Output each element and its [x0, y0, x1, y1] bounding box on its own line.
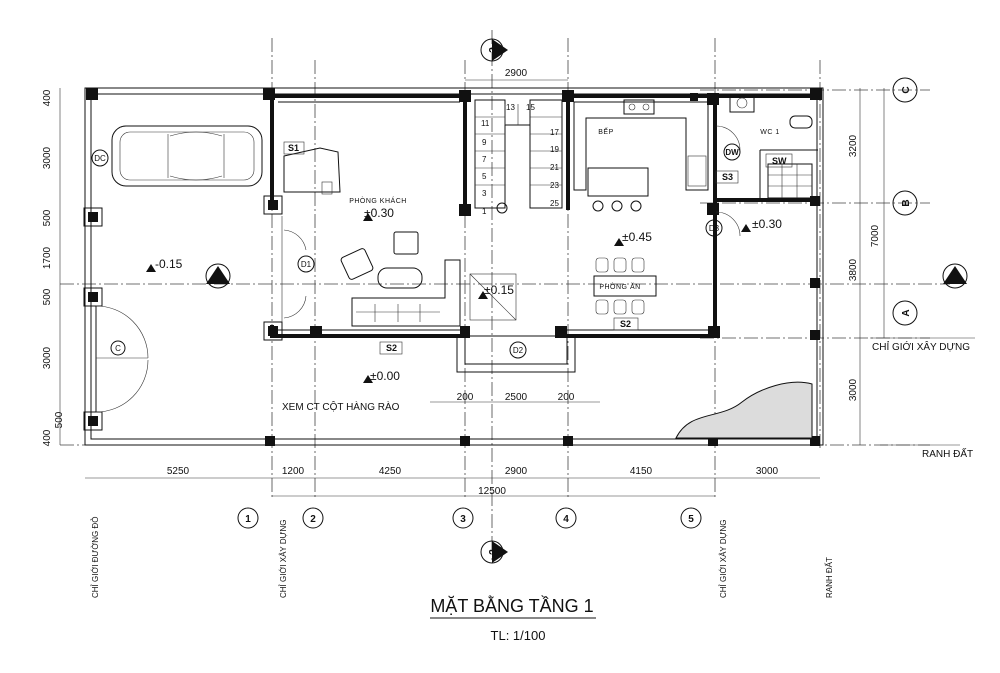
tag-d3: D3: [709, 224, 720, 233]
note-building-line: CHỈ GIỚI XÂY DỰNG: [872, 340, 970, 353]
level-dining: ±0.45: [622, 230, 652, 244]
room-dining-label: PHÒNG ĂN: [599, 282, 640, 291]
stair-num-5: 5: [482, 172, 487, 181]
dim-right-1: 3200: [848, 134, 859, 157]
stair-num-9: 9: [482, 138, 487, 147]
tag-s2-right: S2: [620, 319, 631, 329]
stair-num-21: 21: [550, 163, 559, 172]
dim-porch-2: 2500: [505, 392, 528, 403]
level-living: ±0.30: [364, 206, 394, 220]
gate: [95, 305, 149, 413]
dim-bottom-6: 3000: [756, 466, 779, 477]
stair-num-3: 3: [482, 189, 487, 198]
note-fence: XEM CT CỘT HÀNG RÀO: [282, 400, 400, 413]
tag-d1: D1: [301, 260, 312, 269]
dim-left-6: 3000: [42, 346, 53, 369]
dimension-lines: [59, 79, 975, 497]
level-markers: [146, 213, 751, 383]
dim-left-1: 400: [42, 89, 53, 106]
note-boundary: RANH ĐẤT: [922, 447, 973, 460]
site-fence: [84, 87, 824, 446]
dim-bottom-5: 4150: [630, 466, 653, 477]
tag-s2-left: S2: [386, 343, 397, 353]
living-furniture: [281, 147, 461, 327]
tag-s1: S1: [288, 143, 299, 153]
section-markers: [205, 38, 968, 564]
dim-bottom-4: 2900: [505, 466, 528, 477]
dim-left-5: 500: [42, 288, 53, 305]
room-wc-label: WC 1: [760, 129, 780, 136]
stair-num-1: 1: [482, 207, 487, 216]
level-stair-landing: ±0.15: [484, 283, 514, 297]
stair-num-23: 23: [550, 181, 559, 190]
grid-label-5: 5: [688, 514, 694, 525]
room-living-label: PHÒNG KHÁCH: [349, 196, 407, 205]
dim-right-2: 3800: [848, 258, 859, 281]
section-mark-left: 1: [215, 268, 221, 279]
dim-left-2: 3000: [42, 146, 53, 169]
dim-left-3: 500: [42, 209, 53, 226]
stair-num-19: 19: [550, 145, 559, 154]
stair-num-7: 7: [482, 155, 487, 164]
dim-bottom-total: 12500: [478, 486, 506, 497]
drawing-title: MẶT BẰNG TẦNG 1: [430, 595, 593, 616]
dim-bottom-2: 1200: [282, 466, 305, 477]
drawing-scale: TL: 1/100: [491, 628, 546, 643]
tag-s3: S3: [722, 172, 733, 182]
dim-left-8: 400: [42, 429, 53, 446]
dim-left-7: 500: [54, 411, 65, 428]
grid-bubbles-horizontal: [892, 77, 918, 326]
dim-bottom-1: 5250: [167, 466, 190, 477]
stair-num-17: 17: [550, 128, 559, 137]
vnote-road-line: CHỈ GIỚI ĐƯỜNG ĐỎ: [91, 517, 100, 598]
car-outline: [111, 125, 263, 187]
tag-dc: DC: [94, 154, 106, 163]
stair-num-13: 13: [506, 103, 515, 112]
vnote-build-line-1: CHỈ GIỚI XÂY DỰNG: [279, 520, 288, 598]
tag-sw: SW: [772, 156, 787, 166]
dim-right-total: 7000: [870, 224, 881, 247]
section-mark-bottom: 2: [488, 549, 499, 555]
stair-num-25: 25: [550, 199, 559, 208]
grid-bubbles-vertical: [237, 507, 702, 529]
stair-num-11: 11: [481, 119, 490, 128]
level-yard: ±0.00: [370, 369, 400, 383]
grid-label-c: C: [901, 86, 912, 93]
level-wc: ±0.30: [752, 217, 782, 231]
dim-porch-3: 200: [558, 392, 575, 403]
tag-d2: D2: [513, 346, 524, 355]
building-walls: [265, 94, 818, 373]
grid-label-3: 3: [460, 514, 466, 525]
dim-top: 2900: [505, 68, 528, 79]
grid-label-4: 4: [563, 514, 569, 525]
dim-porch-1: 200: [457, 392, 474, 403]
columns: [83, 88, 822, 446]
dim-left-4: 1700: [42, 246, 53, 269]
level-garage: -0.15: [155, 257, 183, 271]
grid-label-a: A: [901, 309, 912, 316]
stair-landing: [469, 273, 517, 321]
room-kitchen-label: BẾP: [598, 126, 614, 136]
tag-c: C: [115, 344, 121, 353]
kitchen-furniture: [573, 99, 709, 315]
garden-patch: [675, 381, 813, 439]
grid-label-2: 2: [310, 514, 316, 525]
grid-label-1: 1: [245, 514, 251, 525]
grid-label-b: B: [901, 199, 912, 206]
dim-bottom-3: 4250: [379, 466, 402, 477]
vnote-boundary: RANH ĐẤT: [824, 557, 834, 598]
section-mark-right: 1: [952, 268, 958, 279]
vnote-build-line-2: CHỈ GIỚI XÂY DỰNG: [719, 520, 728, 598]
stair-num-15: 15: [526, 103, 535, 112]
dim-right-3: 3000: [848, 378, 859, 401]
tag-dw: DW: [725, 148, 739, 157]
staircase: [474, 99, 563, 214]
wc-fixtures: [715, 93, 813, 237]
section-mark-top: 2: [488, 47, 499, 53]
